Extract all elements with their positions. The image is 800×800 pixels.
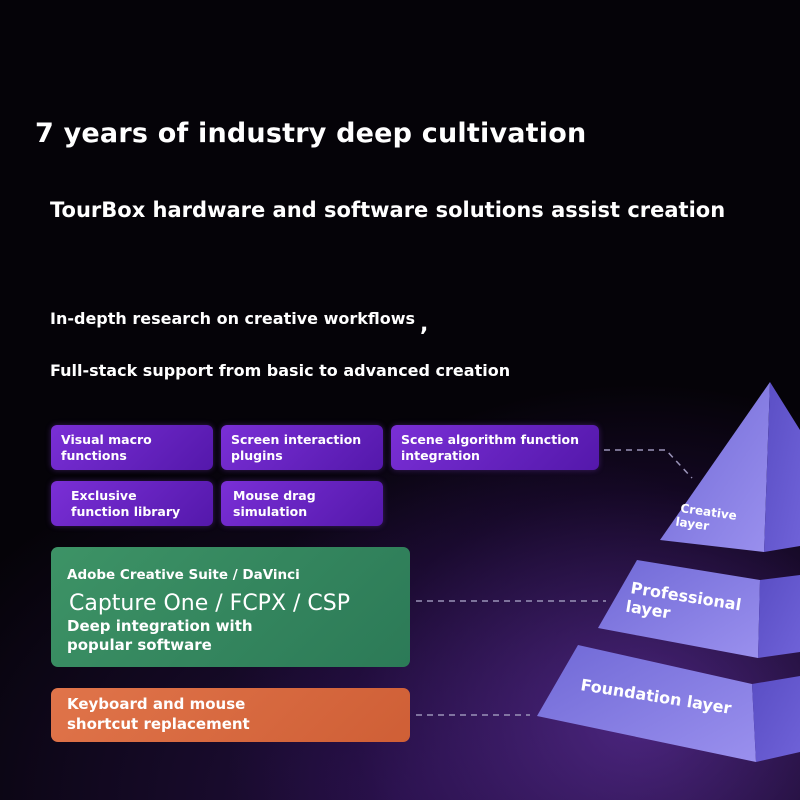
- pyramid-creative-layer: Creative layer: [660, 382, 800, 552]
- feature-tag-mouse-drag: Mouse drag simulation: [221, 481, 383, 526]
- connector-line-creative: [604, 449, 693, 479]
- professional-card-line-1: Adobe Creative Suite / DaVinci: [67, 567, 300, 583]
- pyramid-professional-layer: Professional layer: [598, 560, 800, 658]
- description-line-2: Full-stack support from basic to advance…: [50, 361, 511, 380]
- professional-layer-card: Adobe Creative Suite / DaVinci Capture O…: [51, 547, 410, 667]
- feature-tag-label: Mouse drag simulation: [233, 487, 316, 519]
- description-line-1: In-depth research on creative workflows: [50, 309, 416, 328]
- pyramid-foundation-layer: Foundation layer: [537, 645, 800, 762]
- feature-tag-label: Screen interaction plugins: [231, 431, 362, 463]
- headline: 7 years of industry deep cultivation: [35, 118, 587, 149]
- feature-tag-label: Visual macro functions: [61, 431, 152, 463]
- creative-layer-label: Creative layer: [675, 501, 742, 538]
- professional-card-line-2: Capture One / FCPX / CSP: [69, 591, 351, 616]
- feature-tag-label: Exclusive function library: [71, 487, 181, 519]
- foundation-card-text: Keyboard and mouse shortcut replacement: [67, 695, 250, 733]
- foundation-layer-card: Keyboard and mouse shortcut replacement: [51, 688, 410, 742]
- feature-tag-visual-macro: Visual macro functions: [51, 425, 213, 470]
- feature-tag-label: Scene algorithm function integration: [401, 431, 579, 463]
- subheadline: TourBox hardware and software solutions …: [50, 198, 726, 222]
- feature-tag-exclusive-library: Exclusive function library: [51, 481, 213, 526]
- professional-card-line-3: Deep integration with popular software: [67, 617, 253, 654]
- feature-tag-scene-algorithm: Scene algorithm function integration: [391, 425, 599, 470]
- feature-tag-screen-interaction: Screen interaction plugins: [221, 425, 383, 470]
- description-comma: ,: [420, 312, 429, 337]
